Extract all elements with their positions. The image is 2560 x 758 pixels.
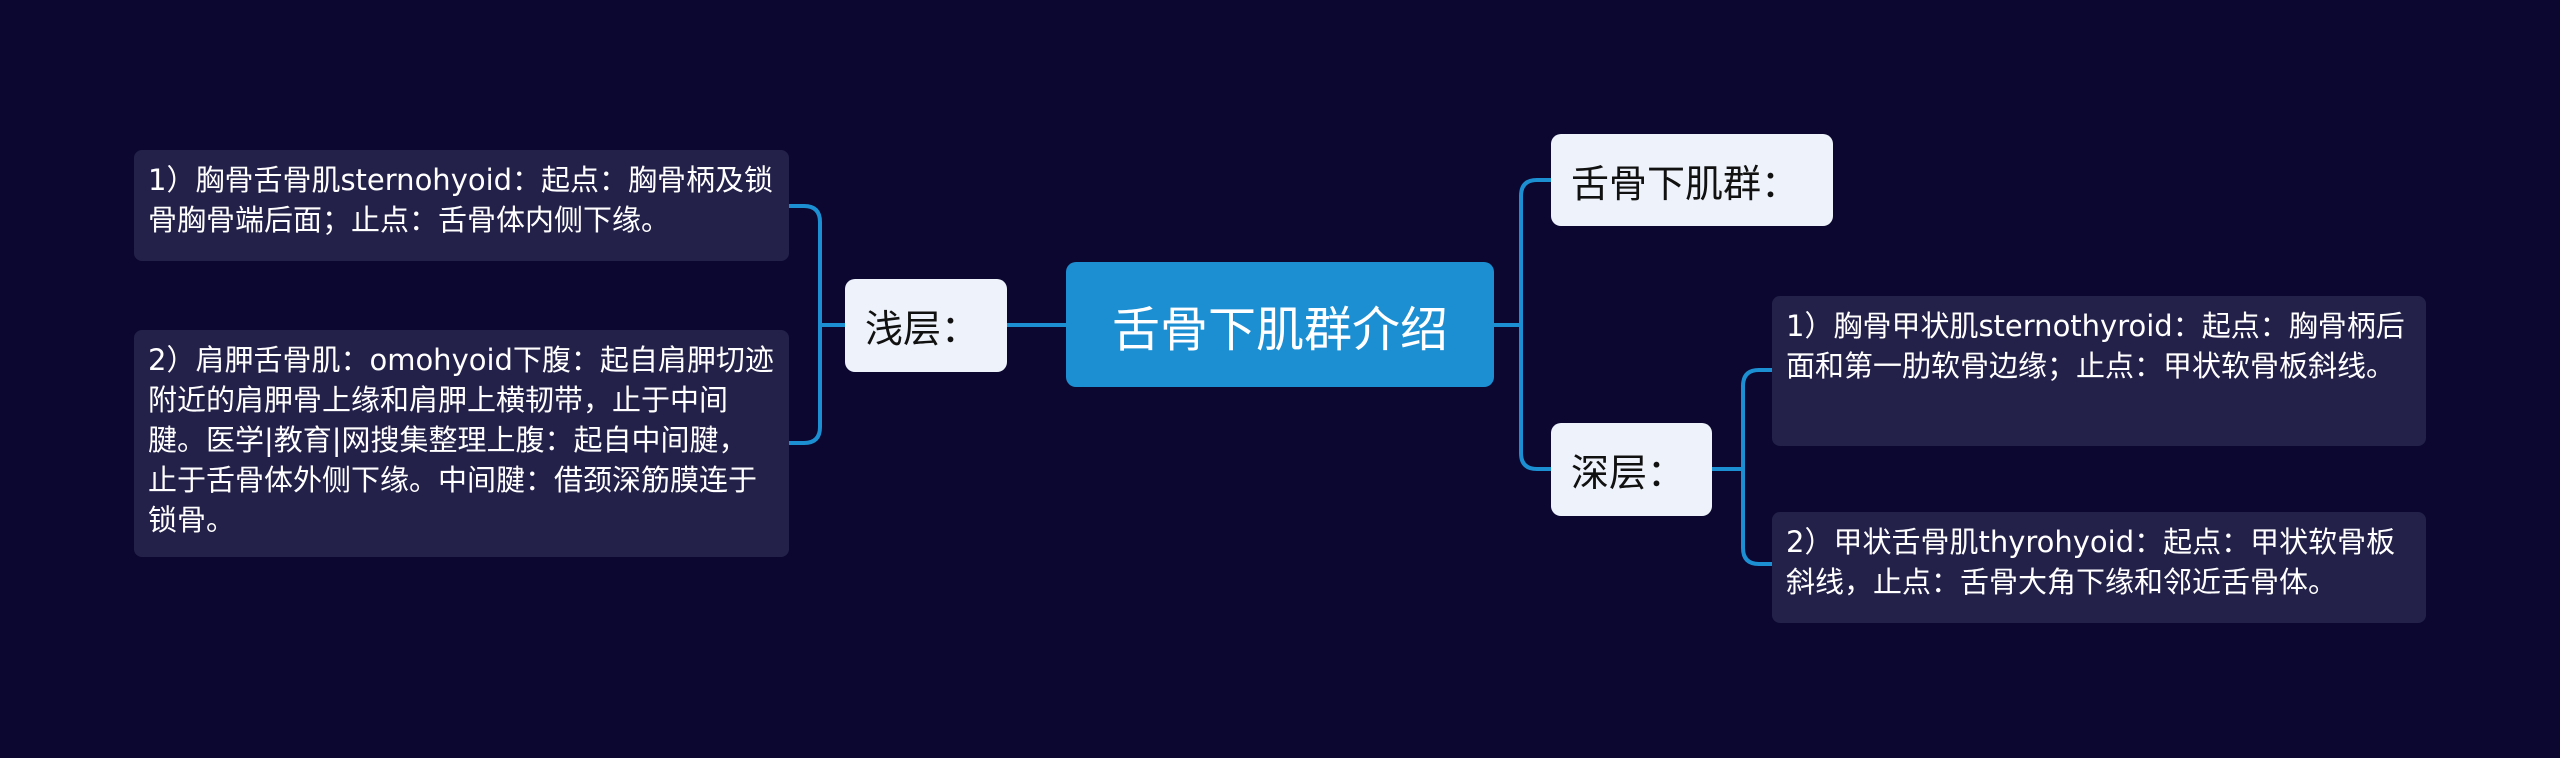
superficial-leaf-text: 1）胸骨舌骨肌sternohyoid：起点：胸骨柄及锁骨胸骨端后面；止点：舌骨体…: [148, 163, 774, 237]
superficial-leaf-text: 2）肩胛舌骨肌：omohyoid下腹：起自肩胛切迹附近的肩胛骨上缘和肩胛上横韧带…: [148, 343, 774, 537]
connector-root-title: [1492, 178, 1553, 327]
title-branch-node[interactable]: 舌骨下肌群：: [1551, 134, 1833, 226]
root-label: 舌骨下肌群介绍: [1111, 301, 1448, 358]
root-node[interactable]: 舌骨下肌群介绍: [1066, 262, 1494, 387]
deep-leaf-text: 2）甲状舌骨肌thyrohyoid：起点：甲状软骨板斜线，止点：舌骨大角下缘和邻…: [1786, 525, 2396, 599]
superficial-layer-label: 浅层：: [865, 307, 980, 351]
connector-superficial-leaf-2: [787, 323, 822, 445]
deep-layer-node[interactable]: 深层：: [1551, 423, 1712, 516]
title-branch-label: 舌骨下肌群：: [1571, 161, 1800, 206]
connector-root-deep: [1519, 323, 1553, 471]
deep-leaf-text: 1）胸骨甲状肌sternothyroid：起点：胸骨柄后面和第一肋软骨边缘；止点…: [1786, 309, 2405, 383]
deep-layer-label: 深层：: [1571, 451, 1686, 495]
superficial-layer-node[interactable]: 浅层：: [845, 279, 1007, 372]
deep-leaf-sternothyroid[interactable]: 1）胸骨甲状肌sternothyroid：起点：胸骨柄后面和第一肋软骨边缘；止点…: [1772, 296, 2426, 446]
superficial-leaf-sternohyoid[interactable]: 1）胸骨舌骨肌sternohyoid：起点：胸骨柄及锁骨胸骨端后面；止点：舌骨体…: [134, 150, 789, 261]
deep-leaf-thyrohyoid[interactable]: 2）甲状舌骨肌thyrohyoid：起点：甲状软骨板斜线，止点：舌骨大角下缘和邻…: [1772, 512, 2426, 623]
connector-superficial-leaf-1: [787, 204, 847, 327]
connector-deep-leaf-2: [1741, 467, 1774, 566]
superficial-leaf-omohyoid[interactable]: 2）肩胛舌骨肌：omohyoid下腹：起自肩胛切迹附近的肩胛骨上缘和肩胛上横韧带…: [134, 330, 789, 557]
connector-deep-leaf-1: [1710, 368, 1774, 471]
